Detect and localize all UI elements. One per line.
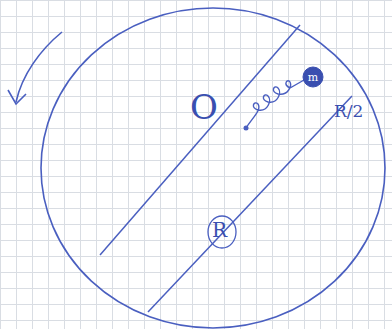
rotation-arrow — [16, 32, 62, 102]
omega-label: O — [190, 90, 218, 124]
channel-wall — [148, 96, 352, 312]
rotation-arrowhead — [8, 90, 26, 104]
length-label: R/2 — [334, 103, 363, 120]
disk-outline — [41, 8, 385, 328]
spring — [246, 80, 304, 128]
channel-wall — [100, 25, 300, 255]
mass-ball — [303, 67, 323, 87]
label-loop — [208, 216, 236, 248]
radius-label: R — [212, 220, 227, 240]
mass-label: m — [308, 72, 318, 83]
